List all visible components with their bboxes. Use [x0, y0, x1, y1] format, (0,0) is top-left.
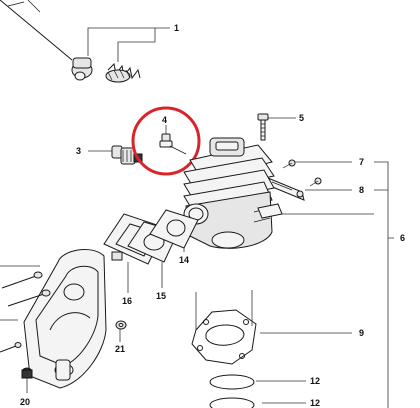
- part-9-base-gasket: [191, 290, 257, 365]
- callout-21: 21: [115, 344, 125, 354]
- callout-9: 9: [359, 328, 364, 338]
- callout-12a: 12: [310, 376, 320, 386]
- part-1-cable-assembly: [0, 0, 141, 83]
- callout-7: 7: [359, 157, 364, 167]
- callout-5: 5: [299, 113, 304, 123]
- part-21-washer: [115, 320, 127, 330]
- callout-4: 4: [162, 115, 167, 125]
- part-5-screw: [257, 113, 269, 141]
- callout-12b: 12: [310, 398, 320, 408]
- callout-8: 8: [359, 185, 364, 195]
- part-12-rings: [209, 374, 255, 408]
- leader-lines: [0, 27, 394, 408]
- callout-labels: 1 3 4 5 6 7 8 9 12 12 14 15 16 20 21: [20, 23, 405, 408]
- muffler-assembly: [23, 248, 107, 389]
- spring-icon: [105, 62, 141, 83]
- leader-bracket-6: [374, 161, 394, 408]
- callout-20: 20: [20, 397, 30, 407]
- part-6-cylinder: [183, 137, 283, 249]
- leader-1: [87, 27, 170, 62]
- highlight-circle: [131, 106, 201, 176]
- part-20-plug: [21, 367, 33, 379]
- callout-6: 6: [400, 233, 405, 243]
- callout-15: 15: [156, 291, 166, 301]
- part-4-insert: [159, 133, 187, 155]
- fitting-icon: [71, 57, 93, 81]
- callout-1: 1: [174, 23, 179, 33]
- part-14-gasket: [149, 209, 199, 249]
- callout-16: 16: [122, 296, 132, 306]
- part-7-8-bracket: [267, 159, 322, 201]
- muffler-screws: [0, 271, 51, 353]
- callout-14: 14: [179, 255, 189, 265]
- callout-3: 3: [76, 146, 81, 156]
